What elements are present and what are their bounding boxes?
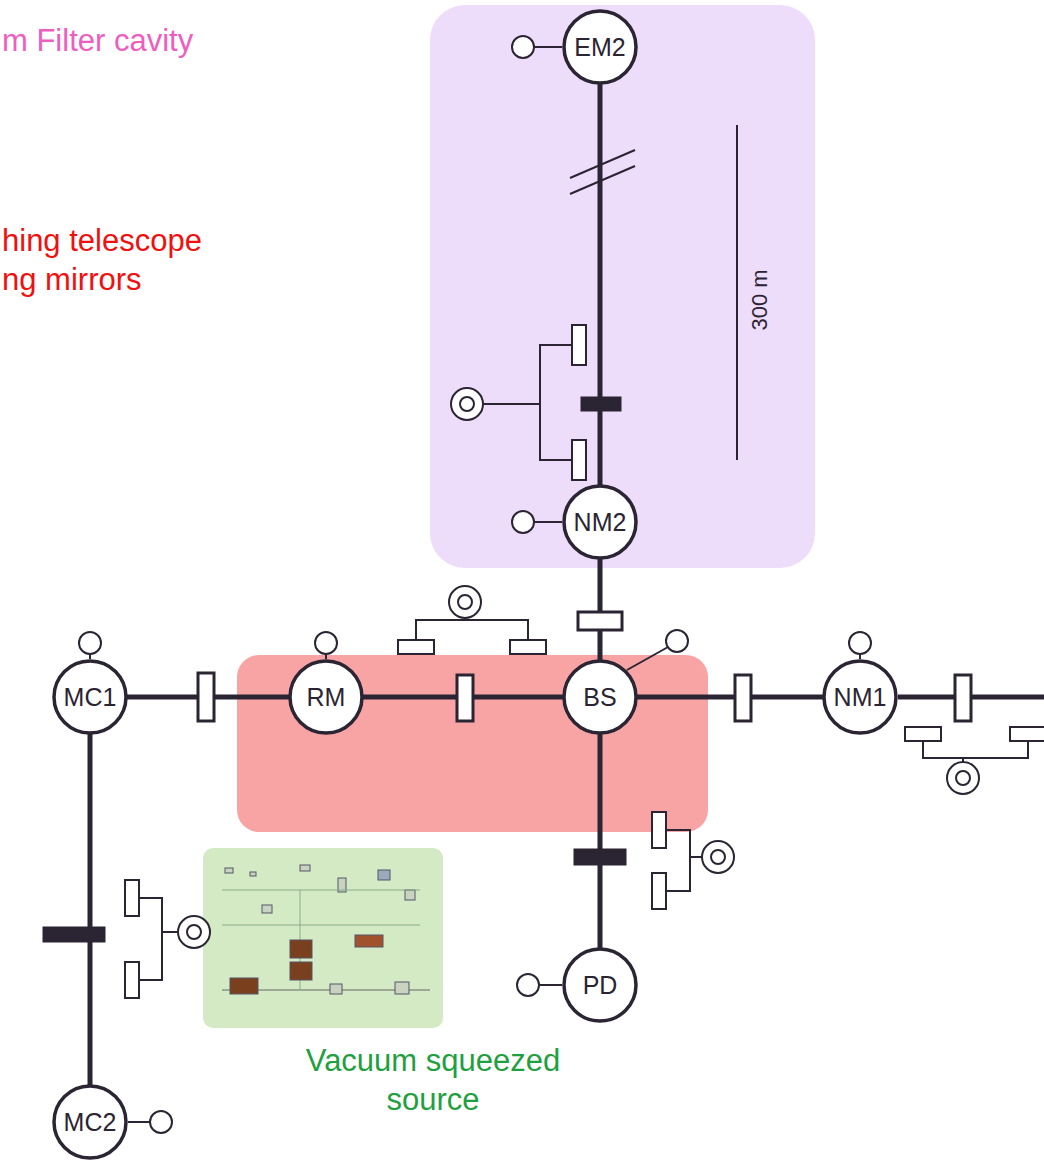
suspension-line — [534, 46, 562, 48]
node-label: MC1 — [64, 683, 117, 712]
suspension-marker — [512, 36, 534, 58]
double-circle — [449, 586, 481, 618]
node-label: BS — [583, 683, 616, 712]
lens — [457, 675, 473, 721]
photodetector-node: PD — [562, 947, 638, 1023]
steering-mirror — [652, 873, 666, 909]
optic — [395, 982, 409, 994]
optic — [262, 905, 272, 913]
steering-mirror — [510, 640, 546, 654]
squeezer-region: Vacuum squeezed source — [203, 848, 443, 1028]
double-circle — [947, 762, 979, 794]
bracket — [483, 403, 540, 405]
cavity — [290, 940, 312, 958]
optic — [330, 984, 342, 994]
steering-mirror — [398, 640, 434, 654]
double-circle — [187, 925, 201, 939]
double-circle — [702, 841, 734, 873]
double-circle — [956, 771, 970, 785]
steering-mirror — [572, 325, 586, 365]
beam-line — [88, 733, 93, 1086]
node-label: MC2 — [64, 1108, 117, 1137]
suspension-marker — [315, 632, 337, 654]
cavity — [230, 978, 258, 994]
region-label: hing telescope ng mirrors — [2, 222, 206, 300]
mirror-node: EM2 — [562, 9, 638, 85]
region-label: m Filter cavity — [2, 22, 193, 61]
node-label: EM2 — [574, 33, 625, 62]
region-label: Vacuum squeezed source — [288, 1042, 578, 1120]
circle-outline — [824, 661, 896, 733]
beam-line — [598, 83, 603, 486]
suspension-marker — [512, 511, 534, 533]
dimension-label: 300 m — [747, 267, 773, 332]
optic — [225, 868, 233, 873]
lens — [582, 398, 620, 410]
beam-path — [222, 925, 420, 926]
circle-outline — [54, 661, 126, 733]
suspension-marker — [150, 1111, 172, 1133]
bracket — [162, 931, 178, 933]
lens — [578, 612, 622, 630]
node-label: NM1 — [834, 683, 887, 712]
steering-mirror — [652, 812, 666, 848]
circle-outline — [564, 661, 636, 733]
suspension-marker — [666, 630, 688, 652]
suspension-line — [128, 1121, 150, 1123]
steering-mirror — [905, 727, 941, 741]
suspension-marker — [79, 632, 101, 654]
mirror-node: MC2 — [52, 1084, 128, 1160]
double-circle — [178, 916, 210, 948]
beam-line — [598, 733, 603, 949]
circle-outline — [290, 661, 362, 733]
bracket — [416, 620, 528, 640]
optic — [300, 865, 310, 871]
lens — [44, 928, 104, 941]
beam-line — [636, 695, 824, 700]
lens — [198, 673, 214, 721]
beamsplitter-node: BS — [562, 659, 638, 735]
bracket — [690, 856, 702, 858]
lens — [735, 675, 751, 721]
suspension-marker — [517, 974, 539, 996]
node-label: NM2 — [574, 508, 627, 537]
steering-mirror — [125, 962, 139, 998]
mirror-node: MC1 — [52, 659, 128, 735]
mirror-node: NM2 — [562, 484, 638, 560]
circle-outline — [564, 486, 636, 558]
double-circle — [711, 850, 725, 864]
suspension-marker — [849, 632, 871, 654]
circle-outline — [564, 949, 636, 1021]
double-circle — [458, 595, 472, 609]
beam-line — [598, 558, 603, 661]
optic — [405, 890, 415, 900]
steering-mirror — [1010, 727, 1044, 741]
optic — [250, 872, 256, 876]
bracket — [923, 741, 1028, 758]
optic — [378, 870, 390, 880]
node-label: RM — [307, 683, 346, 712]
cavity — [290, 962, 312, 980]
beam-path — [222, 890, 420, 891]
lens — [575, 850, 625, 864]
steering-mirror — [125, 880, 139, 916]
lens — [955, 675, 971, 721]
dimension-line — [736, 125, 738, 460]
steering-mirror — [572, 440, 586, 480]
suspension-line — [539, 984, 562, 986]
bracket — [666, 830, 690, 891]
mirror-node: NM1 — [822, 659, 898, 735]
double-circle — [460, 397, 474, 411]
suspension-line — [534, 521, 562, 523]
bracket — [139, 898, 162, 980]
circle-outline — [564, 11, 636, 83]
double-circle — [451, 388, 483, 420]
cavity — [355, 935, 383, 947]
mirror-node: RM — [288, 659, 364, 735]
node-label: PD — [583, 971, 618, 1000]
circle-outline — [54, 1086, 126, 1158]
